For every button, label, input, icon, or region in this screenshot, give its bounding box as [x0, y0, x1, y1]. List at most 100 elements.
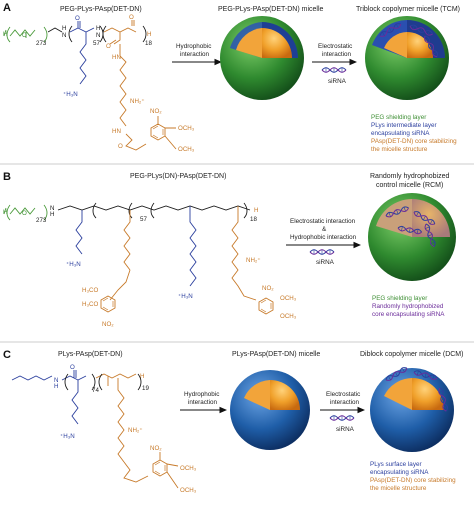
micelle-sphere-icon	[230, 370, 310, 450]
svg-text:O: O	[70, 364, 75, 371]
b-och3-2: OCH₃	[280, 313, 297, 320]
micelle-sphere-icon	[365, 16, 449, 100]
plys-repeat-count: 57	[93, 40, 100, 47]
svg-text:H: H	[3, 31, 7, 38]
c-lys-count: 74	[92, 387, 99, 394]
svg-text:H: H	[62, 25, 66, 32]
panel-b-rcm-title-1: Randomly hydrophobized	[370, 173, 449, 180]
svg-text:N: N	[54, 377, 58, 384]
peg-repeat-count: 273	[36, 40, 47, 47]
a-legend-plys-1: PLys intermediate layer	[371, 122, 437, 129]
a-nh3-label: ⁺H₃N	[63, 91, 78, 98]
panel-c-chemical-structure: N H O ⁺H₃N 74 19 H NH₂⁺ NO₂ OCH₃ OCH₃	[11, 364, 197, 494]
svg-text:HN: HN	[112, 54, 121, 61]
micelle-sphere-icon	[220, 16, 304, 100]
panel-b-polymer-title: PEG-PLys(DN)-PAsp(DET-DN)	[130, 173, 226, 180]
svg-text:H: H	[54, 383, 58, 390]
c-legend-plys-2: encapsulating siRNA	[370, 469, 429, 476]
b-legend-core-2: core encapsulating siRNA	[372, 311, 445, 318]
a-no2-label: NO₂	[150, 108, 162, 115]
svg-text:HN: HN	[112, 128, 121, 135]
c-och3-2: OCH₃	[180, 487, 197, 494]
svg-text:N: N	[50, 205, 54, 212]
sirna-helix-icon	[309, 249, 335, 255]
micelle-sphere-icon	[368, 193, 456, 281]
pasp-repeat-count: 18	[145, 40, 152, 47]
c-arrow2-label-2: interaction	[330, 399, 360, 406]
a-legend-pasp-2: the micelle structure	[371, 146, 428, 153]
b-peg-count: 273	[36, 217, 47, 224]
b-arrow-label-1: Electrostatic interaction	[290, 218, 356, 225]
sirna-helix-icon	[329, 415, 355, 421]
b-h3co-1: H₃CO	[82, 287, 98, 294]
a-och3-label-1: OCH₃	[178, 125, 195, 132]
svg-text:O: O	[75, 15, 80, 22]
svg-text:H: H	[3, 209, 7, 216]
c-och3-1: OCH₃	[180, 465, 197, 472]
b-nh3-label-2: ⁺H₃N	[178, 293, 193, 300]
panel-letter-c: C	[3, 349, 11, 361]
c-nh3-label: ⁺H₃N	[60, 433, 75, 440]
panel-c: C PLys-PAsp(DET-DN) PLys-PAsp(DET-DN) mi…	[3, 349, 463, 494]
b-lys2-count: 57	[140, 216, 147, 223]
micelle-sphere-icon	[370, 365, 454, 452]
panel-a: A PEG-PLys-PAsp(DET-DN) PEG-PLys-PAsp(DE…	[3, 2, 460, 153]
a-arrow2-label-2: interaction	[322, 51, 352, 58]
b-sirna-label: siRNA	[316, 259, 335, 266]
panel-a-micelle-title: PEG-PLys-PAsp(DET-DN) micelle	[218, 6, 324, 13]
c-no2-label: NO₂	[150, 445, 162, 452]
c-legend-pasp-2: the micelle structure	[370, 485, 427, 492]
b-nh3-label: ⁺H₃N	[66, 261, 81, 268]
c-nh2-label: NH₂⁺	[128, 427, 143, 434]
a-sirna-label: siRNA	[328, 78, 347, 85]
c-asp-count: 19	[142, 385, 149, 392]
a-arrow1-label-2: interaction	[180, 51, 210, 58]
panel-b-chemical-structure: H O 273 N H 57 18 H ⁺H₃N H₃CO H₃CO	[3, 202, 297, 328]
c-legend-plys-1: PLys surface layer	[370, 461, 422, 468]
svg-text:O: O	[22, 32, 27, 39]
panel-a-polymer-title: PEG-PLys-PAsp(DET-DN)	[60, 6, 142, 13]
b-h3co-2: H₃CO	[82, 301, 98, 308]
panel-letter-b: B	[3, 171, 11, 183]
c-arrow1-label-2: interaction	[188, 399, 218, 406]
svg-text:H: H	[96, 25, 100, 32]
b-h-label: H	[254, 207, 258, 214]
panel-a-tcm-title: Triblock copolymer micelle (TCM)	[356, 6, 460, 13]
svg-text:O: O	[106, 43, 111, 50]
b-arrow-label-2: &	[322, 226, 327, 233]
b-legend-peg: PEG shielding layer	[372, 295, 427, 302]
b-no2-1: NO₂	[102, 321, 114, 328]
b-no2-2: NO₂	[262, 285, 274, 292]
b-asp-count: 18	[250, 216, 257, 223]
panel-b-rcm-title-2: control micelle (RCM)	[376, 182, 443, 189]
c-h-label: H	[140, 373, 144, 380]
svg-text:N: N	[62, 32, 66, 39]
a-och3-label-2: OCH₃	[178, 146, 195, 153]
svg-text:O: O	[118, 143, 123, 150]
b-nh2-label: NH₂⁺	[246, 257, 261, 264]
svg-text:H: H	[50, 211, 54, 218]
c-arrow1-label-1: Hydrophobic	[184, 391, 219, 398]
sirna-helix-icon	[321, 67, 347, 73]
panel-letter-a: A	[3, 2, 11, 14]
a-legend-plys-2: encapsulating siRNA	[371, 130, 430, 137]
b-och3-1: OCH₃	[280, 295, 297, 302]
b-arrow-label-3: Hydrophobic interaction	[290, 234, 357, 241]
a-arrow2-label-1: Electrostatic	[318, 43, 352, 50]
c-legend-pasp-1: PAsp(DET-DN) core stabilizing	[370, 477, 456, 484]
c-arrow2-label-1: Electrostatic	[326, 391, 360, 398]
panel-a-chemical-structure: H O 273 H N O ⁺H₃N 57 H N O O 18 H	[3, 14, 195, 153]
panel-c-polymer-title: PLys-PAsp(DET-DN)	[58, 351, 123, 358]
a-legend-pasp-1: PAsp(DET-DN) core stabilizing	[371, 138, 457, 145]
panel-c-dcm-title: Diblock copolymer micelle (DCM)	[360, 351, 463, 358]
a-legend-peg: PEG shielding layer	[371, 114, 426, 121]
panel-c-micelle-title: PLys-PAsp(DET-DN) micelle	[232, 351, 320, 358]
c-sirna-label: siRNA	[336, 426, 355, 433]
panel-b: B PEG-PLys(DN)-PAsp(DET-DN) Randomly hyd…	[3, 171, 456, 328]
svg-text:O: O	[129, 14, 134, 21]
a-arrow1-label-1: Hydrophobic	[176, 43, 211, 50]
svg-text:H: H	[147, 31, 151, 38]
a-nh2-label: NH₂⁺	[130, 98, 145, 105]
